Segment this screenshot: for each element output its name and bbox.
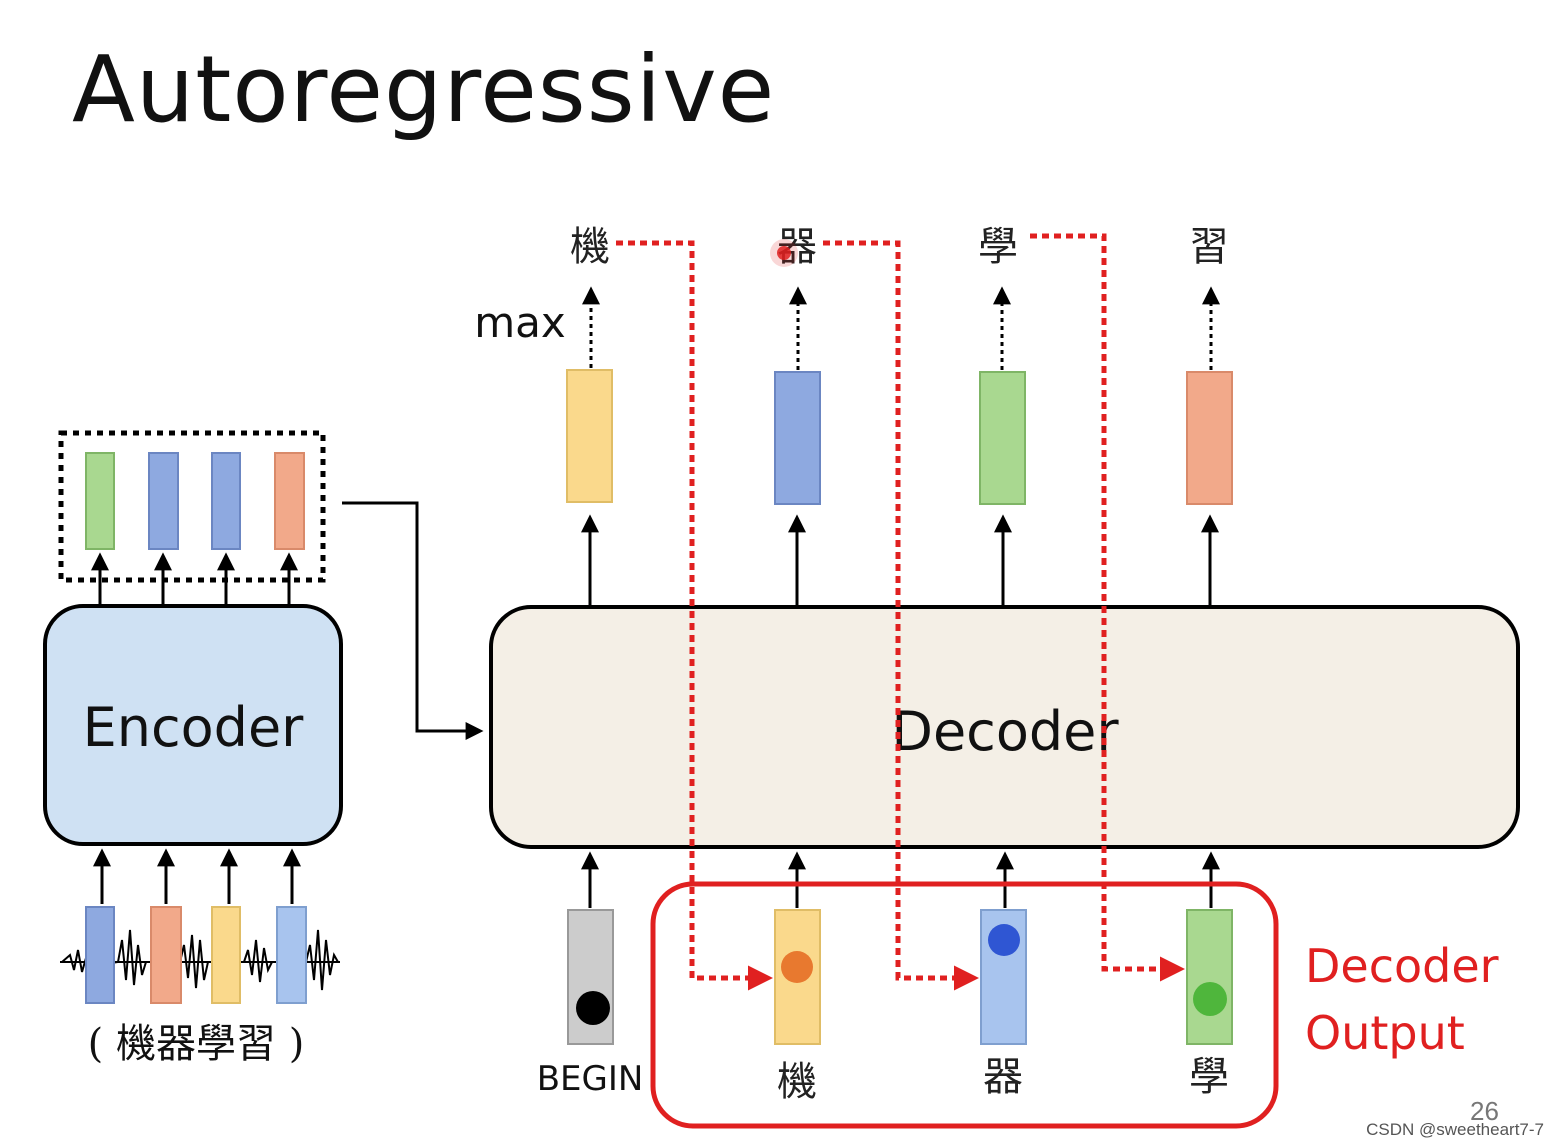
output-char: 機 [570,224,610,270]
encoder-label: Encoder [83,696,305,759]
encoder-input-vector [150,906,182,1004]
input-char: 機 [777,1059,817,1105]
output-char: 習 [1189,224,1229,270]
decoder-input-vector [1186,909,1233,1045]
decoder-output-label-line2: Output [1305,1006,1465,1060]
encoder-output-vector [211,452,241,550]
encoder-input-arrows [93,848,301,904]
decoder-output-vector [979,371,1026,505]
slide-title: Autoregressive [72,36,776,143]
decoder-output-vector [1186,371,1233,505]
decoder-block [489,605,1520,849]
encoder-output-vector [85,452,115,550]
decoder-output-vector [774,371,821,505]
page-number: 26 [1470,1096,1499,1126]
decoder-input-chars: 機 器 學 [777,1054,1229,1105]
decoder-input-dot [781,951,813,983]
input-char: 器 [983,1054,1023,1100]
decoder-input-dot [988,924,1020,956]
feedback-lines [616,233,1185,991]
encoder-output-vectors [85,452,305,550]
decoder-output-arrows [581,514,1219,605]
decoder-output-vectors [566,369,1233,505]
decoder-input-vectors [774,909,1233,1045]
max-arrows [582,286,1220,370]
begin-label: BEGIN [537,1059,644,1099]
decoder-label: Decoder [891,700,1119,763]
encoder-input-vector [85,906,115,1004]
encoder-to-decoder-connector [342,501,484,740]
encoder-output-group-box [58,430,326,583]
pointer-dot [777,246,791,260]
decoder-input-dot [1193,982,1227,1016]
encoder-input-caption: ( 機器學習 ) [88,1021,305,1067]
encoder-input-vector [211,906,241,1004]
encoder-output-vector [148,452,179,550]
encoder-block [43,604,343,846]
max-label: max [474,298,566,347]
decoder-output-vector [566,369,613,503]
decoder-output-label-line1: Decoder [1305,939,1499,993]
footer-watermark: CSDN @sweetheart7-7 [1366,1120,1544,1139]
encoder-output-vector [274,452,305,550]
decoder-output-box [650,881,1279,1129]
input-char: 學 [1189,1054,1229,1100]
encoder-input-vector [276,906,307,1004]
output-char: 學 [978,224,1018,270]
encoder-input-vectors [85,906,307,1004]
begin-token-dot [576,991,610,1025]
